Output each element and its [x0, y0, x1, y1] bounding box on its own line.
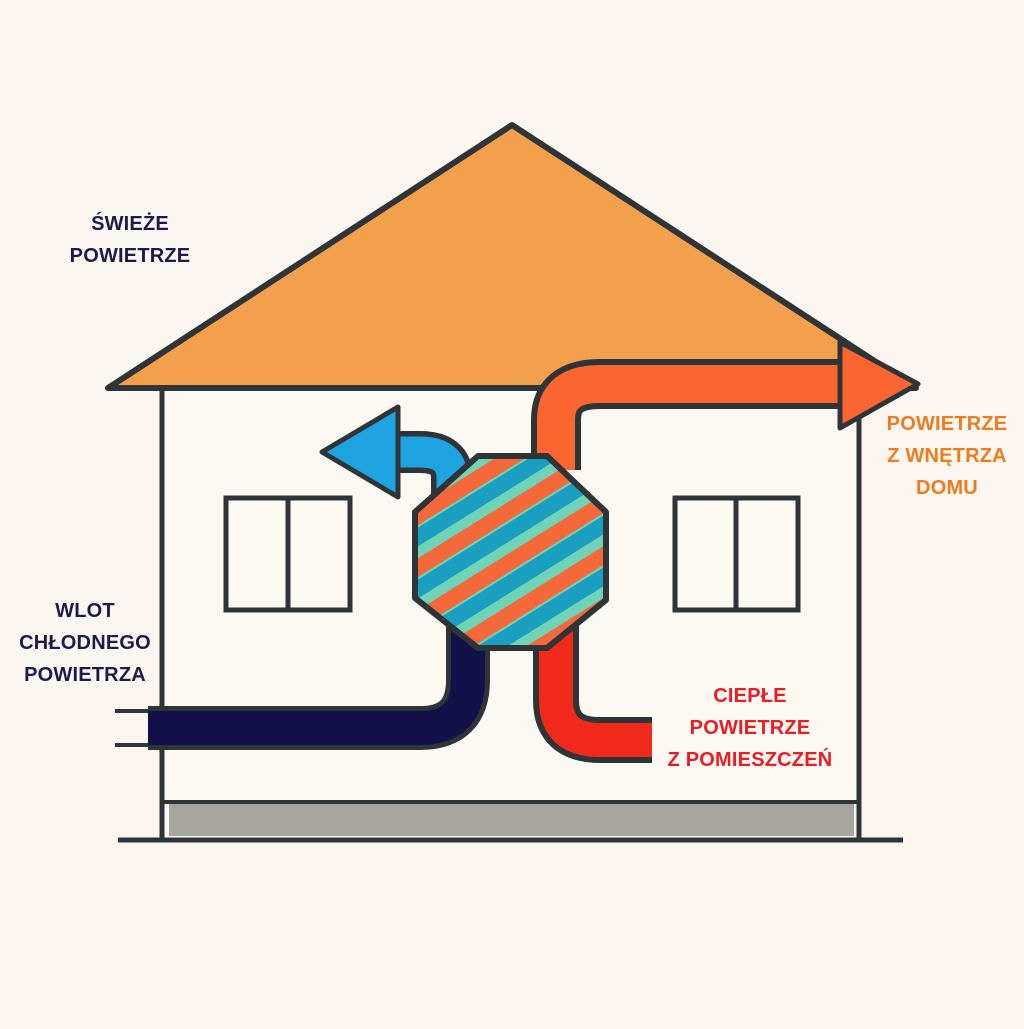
fresh-air-label-line-2: POWIETRZE — [69, 245, 191, 267]
indoor-air-label-line-2: Z WNĘTRZA — [887, 445, 1007, 467]
indoor-air-label: POWIETRZE Z WNĘTRZA DOMU — [872, 408, 1022, 504]
roof — [105, 122, 919, 391]
fresh-air-label-line-1: ŚWIEŻE — [91, 213, 169, 235]
warm-room-air-duct — [533, 620, 652, 763]
cold-inlet-label: WLOT CHŁODNEGO POWIETRZA — [5, 595, 165, 691]
warm-air-label: CIEPŁE POWIETRZE Z POMIESZCZEŃ — [630, 680, 870, 776]
indoor-air-label-line-3: DOMU — [916, 477, 978, 499]
warm-air-label-line-2: POWIETRZE — [689, 717, 811, 739]
fresh-air-label: ŚWIEŻE POWIETRZE — [50, 208, 210, 272]
warm-air-label-line-1: CIEPŁE — [713, 685, 787, 707]
cold-inlet-label-line-2: CHŁODNEGO — [19, 632, 151, 654]
indoor-air-label-line-1: POWIETRZE — [886, 413, 1008, 435]
window-right — [672, 495, 801, 613]
foundation — [169, 803, 854, 836]
heat-exchanger — [412, 453, 609, 651]
cold-inlet-label-line-1: WLOT — [55, 600, 115, 622]
cold-inlet-label-line-3: POWIETRZA — [24, 664, 146, 686]
cold-air-inlet-duct — [115, 615, 490, 750]
window-left — [223, 495, 353, 613]
warm-air-label-line-3: Z POMIESZCZEŃ — [667, 749, 833, 771]
exhaust-air-arrow — [531, 339, 921, 470]
